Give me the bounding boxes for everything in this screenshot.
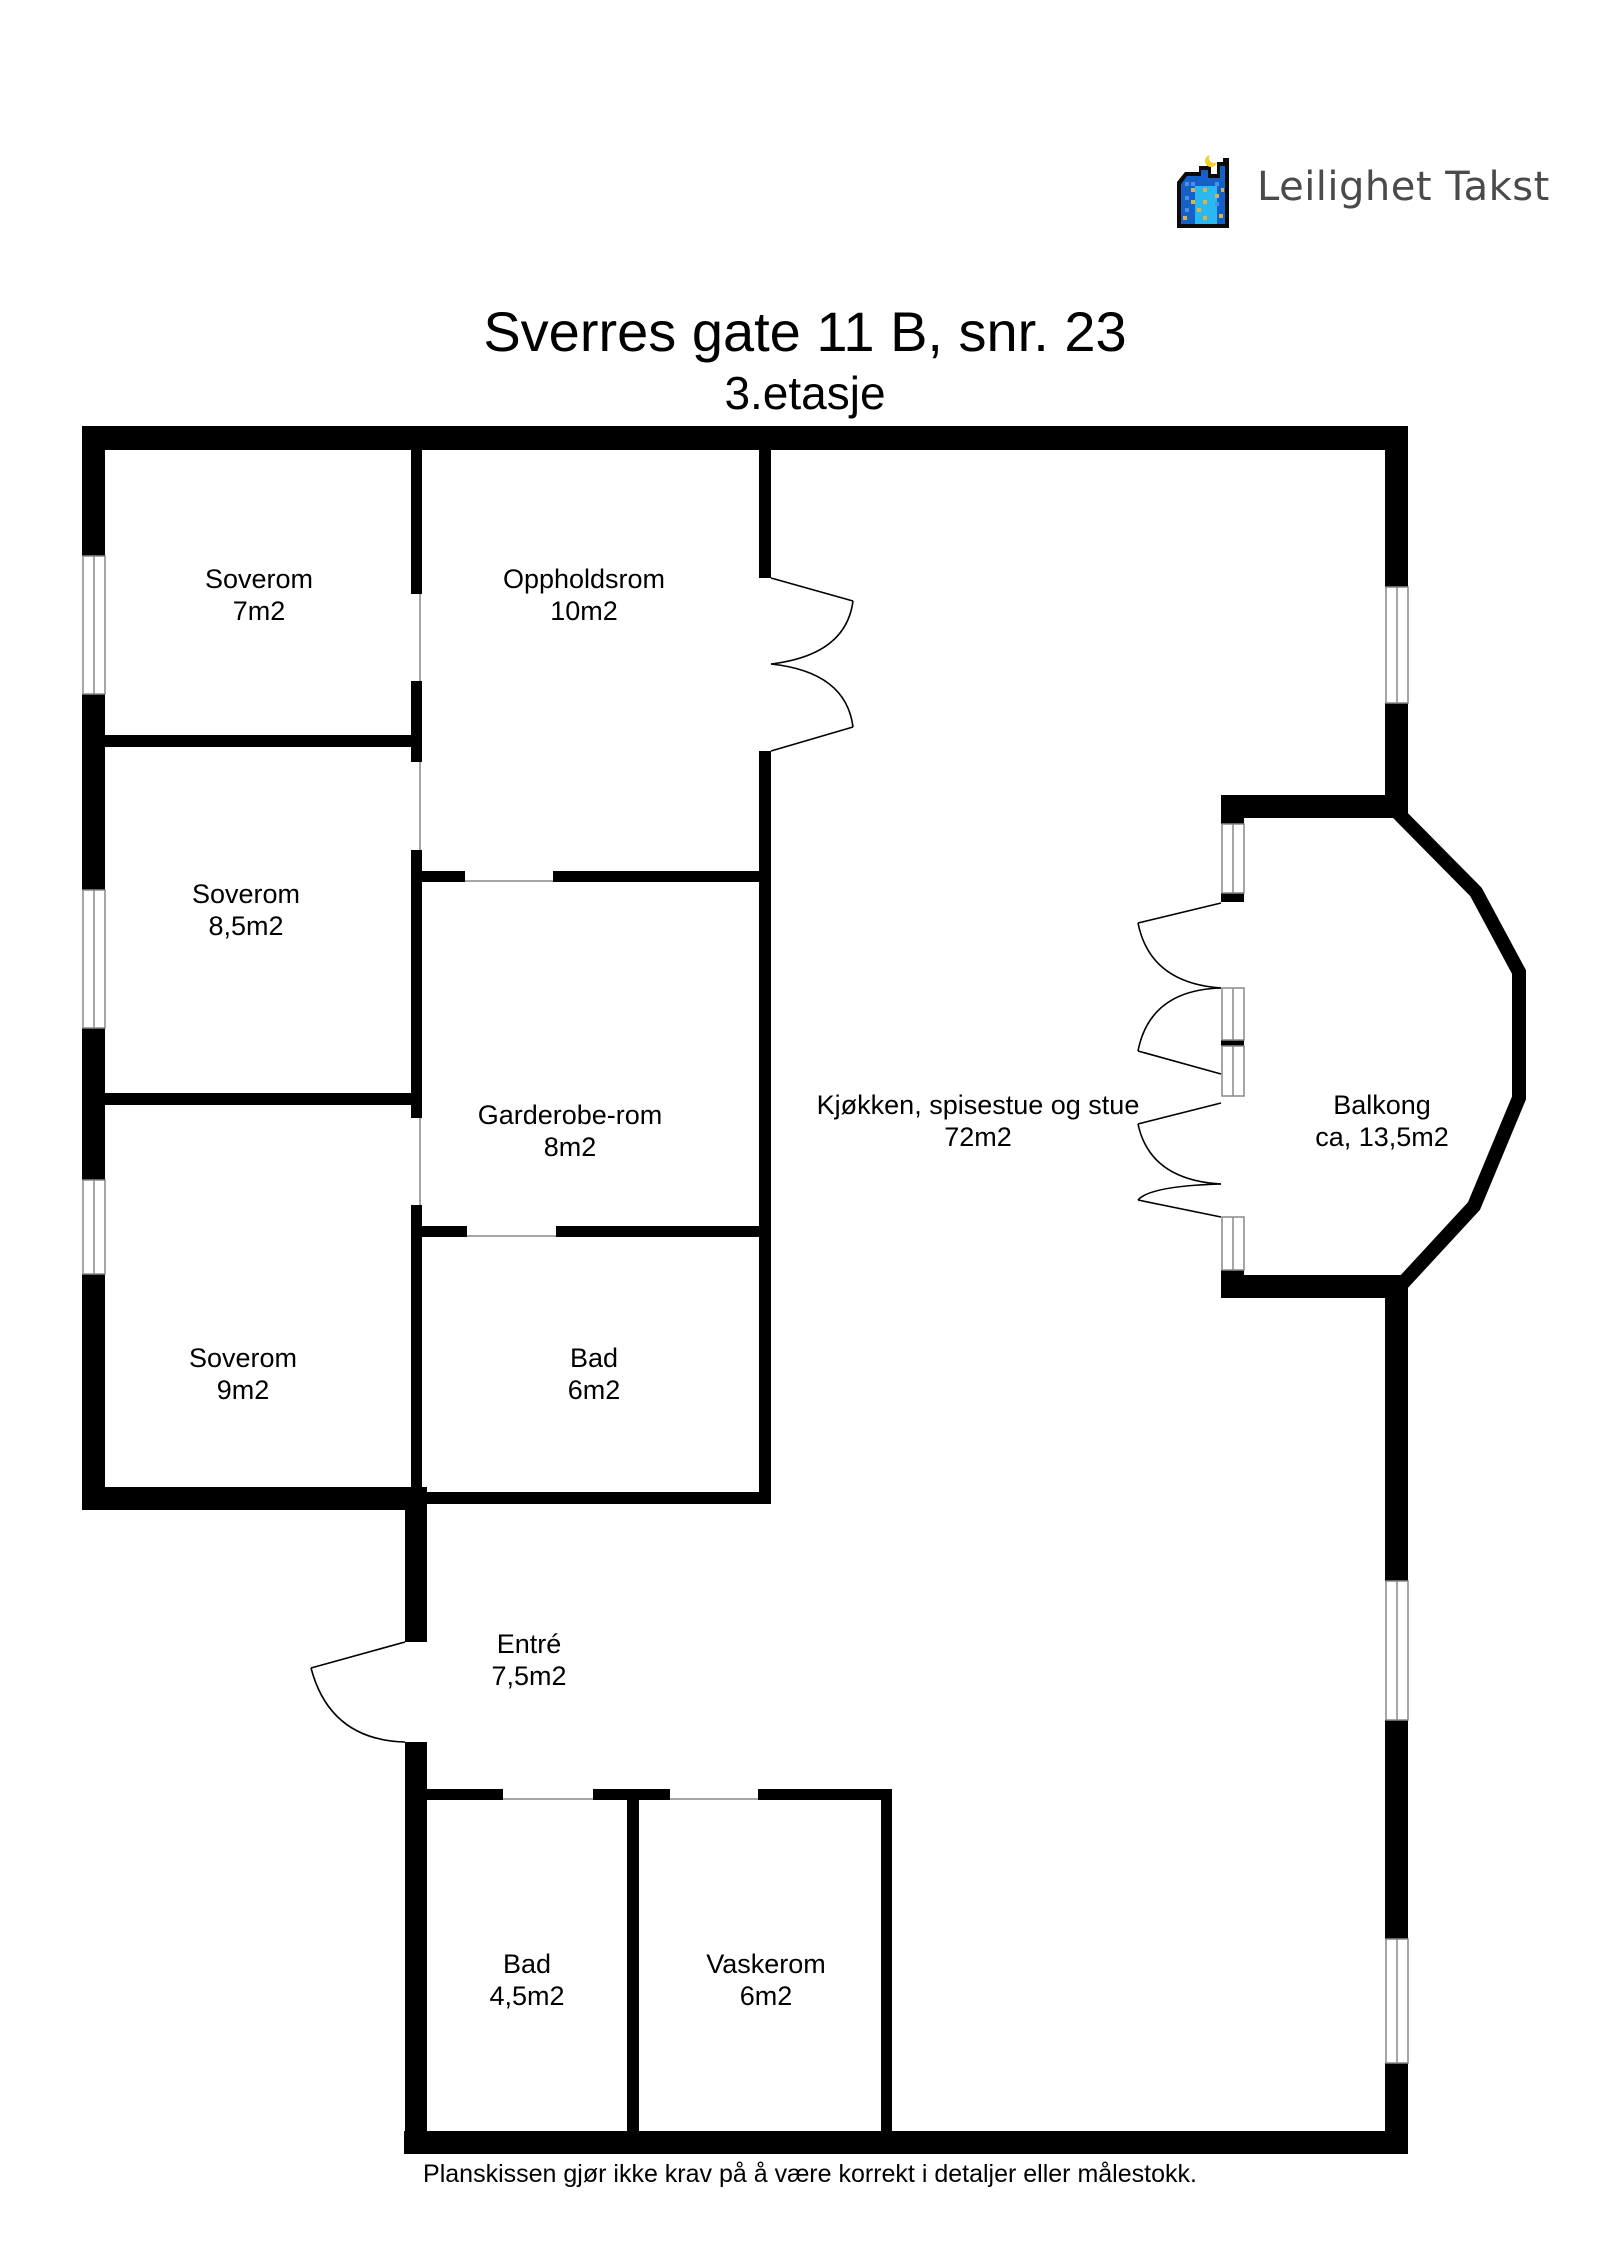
doors bbox=[310, 577, 1222, 1743]
room-name: Soverom bbox=[188, 1343, 298, 1373]
room-area: 4,5m2 bbox=[489, 1981, 565, 2011]
room-name: Soverom bbox=[191, 879, 301, 909]
room-oppholdsrom: Oppholdsrom 10m2 bbox=[503, 563, 665, 627]
balcony-railing bbox=[1392, 807, 1526, 1289]
building-icon bbox=[1177, 153, 1229, 228]
logo-text: Leilighet Takst bbox=[1257, 164, 1550, 210]
room-entre: Entré 7,5m2 bbox=[491, 1628, 566, 1692]
room-area: 72m2 bbox=[944, 1122, 1012, 1152]
room-name: Soverom bbox=[204, 564, 314, 594]
walls bbox=[82, 426, 1408, 2154]
room-balkong: Balkong ca, 13,5m2 bbox=[1315, 1089, 1449, 1153]
room-soverom-3: Soverom 9m2 bbox=[189, 1342, 297, 1406]
logo: Leilighet Takst bbox=[1175, 152, 1549, 230]
room-vaskerom: Vaskerom 6m2 bbox=[706, 1948, 826, 2012]
room-bad-2: Bad 4,5m2 bbox=[489, 1948, 564, 2012]
room-area: 8m2 bbox=[543, 1132, 597, 1162]
room-kjokken-stue: Kjøkken, spisestue og stue 72m2 bbox=[817, 1089, 1140, 1153]
room-area: 6m2 bbox=[567, 1375, 621, 1405]
floor-subtitle: 3.etasje bbox=[724, 367, 886, 419]
room-name: Kjøkken, spisestue og stue bbox=[816, 1090, 1140, 1120]
disclaimer: Planskissen gjør ikke krav på å være kor… bbox=[423, 2160, 1197, 2188]
room-name: Garderobe-rom bbox=[477, 1100, 663, 1130]
room-area: 7m2 bbox=[232, 596, 286, 626]
room-area: ca, 13,5m2 bbox=[1315, 1122, 1449, 1152]
room-name: Vaskerom bbox=[706, 1949, 826, 1979]
room-garderobe: Garderobe-rom 8m2 bbox=[478, 1099, 663, 1163]
room-name: Balkong bbox=[1333, 1090, 1431, 1120]
room-soverom-2: Soverom 8,5m2 bbox=[192, 878, 300, 942]
room-name: Bad bbox=[569, 1343, 619, 1373]
room-area: 8,5m2 bbox=[208, 911, 284, 941]
room-area: 10m2 bbox=[550, 596, 618, 626]
room-soverom-1: Soverom 7m2 bbox=[205, 563, 313, 627]
room-name: Entré bbox=[496, 1629, 562, 1659]
room-name: Bad bbox=[502, 1949, 552, 1979]
windows bbox=[82, 555, 1409, 2064]
room-name: Oppholdsrom bbox=[502, 564, 666, 594]
room-area: 9m2 bbox=[216, 1375, 270, 1405]
room-bad-1: Bad 6m2 bbox=[568, 1342, 621, 1406]
room-area: 7,5m2 bbox=[491, 1661, 567, 1691]
page-title: Sverres gate 11 B, snr. 23 bbox=[483, 300, 1127, 363]
room-area: 6m2 bbox=[739, 1981, 793, 2011]
openings bbox=[419, 594, 758, 1800]
